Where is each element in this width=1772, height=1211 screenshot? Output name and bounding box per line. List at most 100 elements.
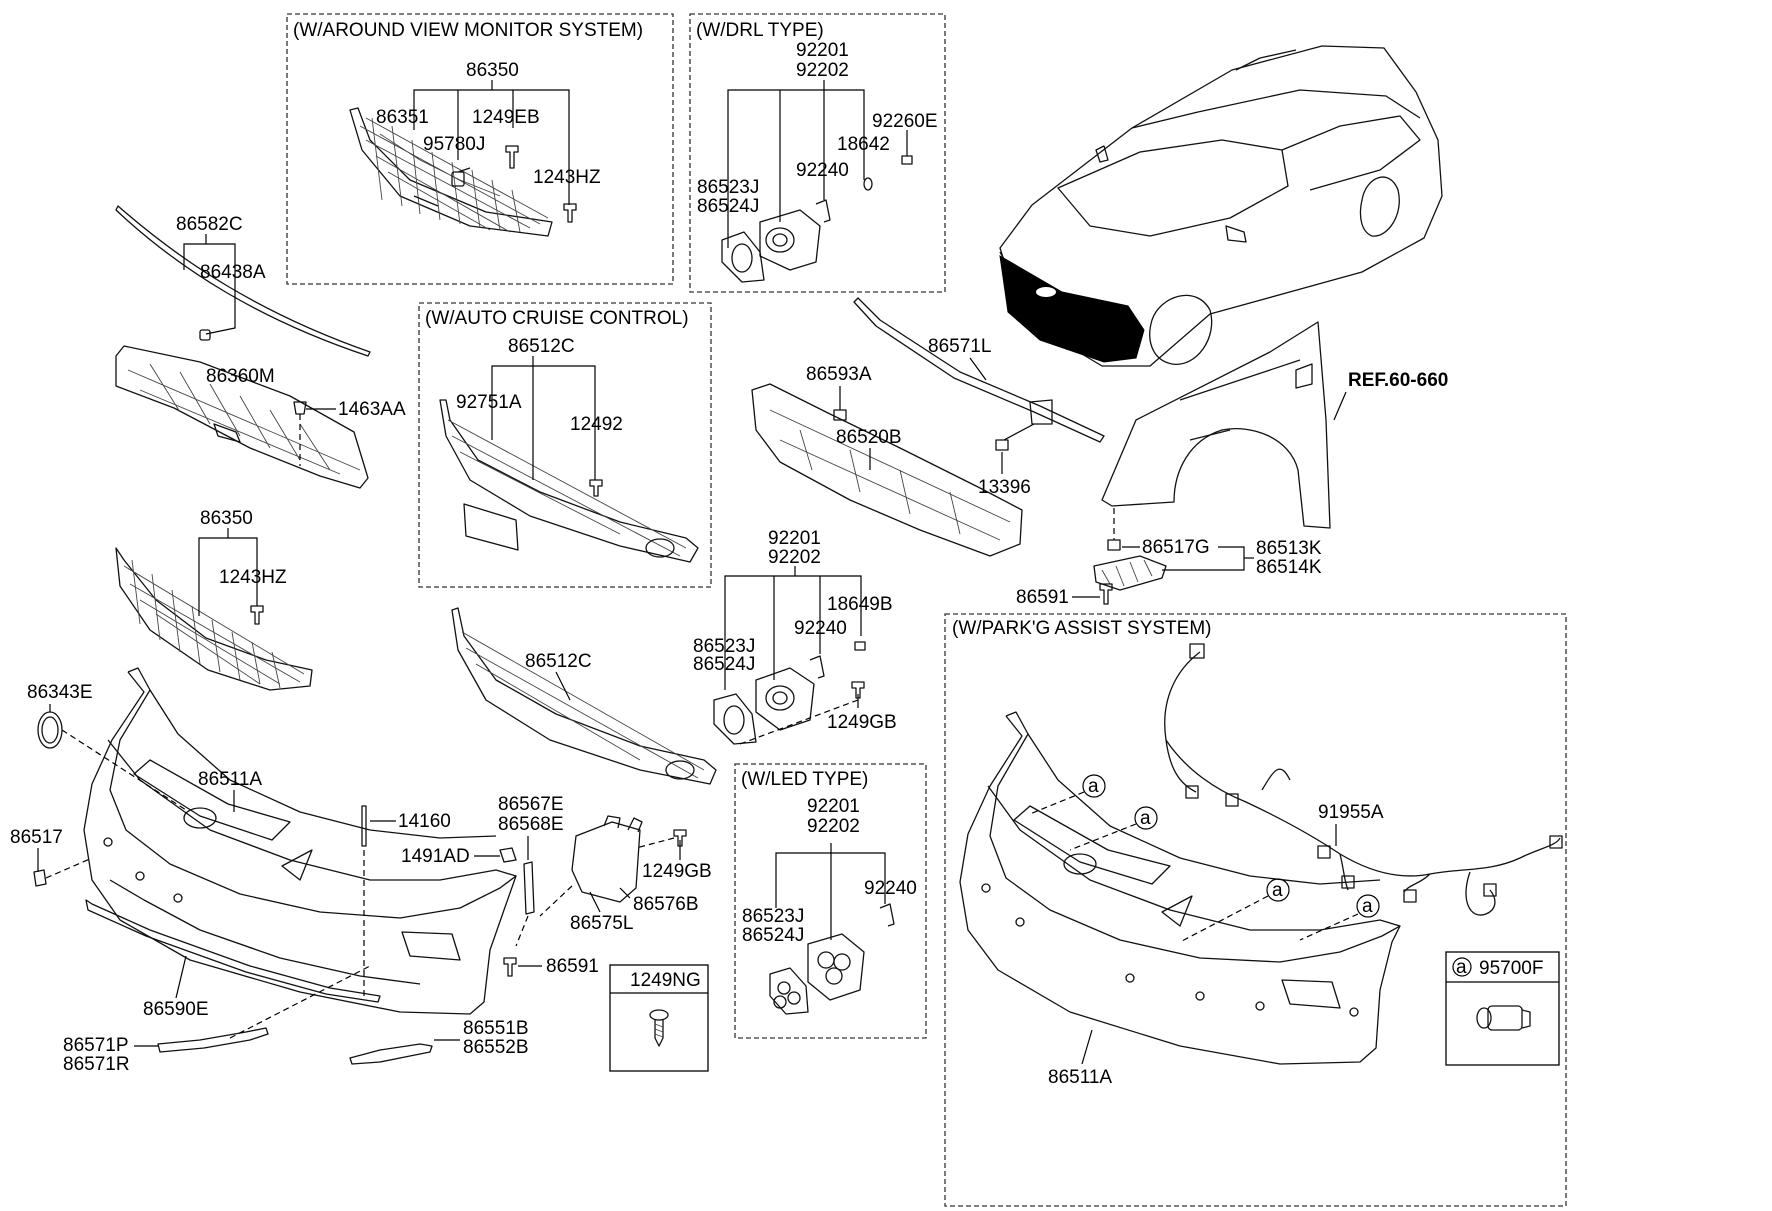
- section-title-around-view: (W/AROUND VIEW MONITOR SYSTEM): [293, 20, 643, 41]
- bracket-86582C: [183, 234, 236, 335]
- label-92240-mid: 92240: [794, 618, 847, 639]
- fender-illustration: REF.60-660: [1101, 321, 1448, 529]
- label-86350-mid: 86350: [200, 508, 253, 529]
- label-86523J-led: 86523J: [742, 906, 804, 927]
- upper-cover-86360M: [115, 345, 369, 489]
- clip-icon: [199, 329, 211, 341]
- svg-text:a: a: [1272, 880, 1283, 901]
- label-86351: 86351: [376, 107, 429, 128]
- front-bumper-main: [83, 667, 517, 1015]
- label-86571R: 86571R: [63, 1054, 130, 1075]
- label-86520B: 86520B: [836, 427, 902, 448]
- label-86517: 86517: [10, 827, 63, 848]
- beam-86571L: [853, 297, 1105, 443]
- label-86523J-mid: 86523J: [693, 636, 755, 657]
- label-86513K: 86513K: [1256, 538, 1322, 559]
- bracket-86350-mid: [198, 528, 258, 616]
- label-86350-top: 86350: [466, 60, 519, 81]
- svg-text:a: a: [1362, 896, 1373, 917]
- grille-around-view: [349, 107, 553, 237]
- label-86343E: 86343E: [27, 682, 93, 703]
- callout-a-2: a: [1069, 806, 1158, 851]
- section-led-box: (W/LED TYPE): [734, 763, 927, 1039]
- label-86511A-park: 86511A: [1048, 1067, 1112, 1088]
- label-86590E: 86590E: [143, 999, 209, 1020]
- section-title-drl: (W/DRL TYPE): [696, 20, 824, 41]
- label-86524J-drl: 86524J: [697, 196, 759, 217]
- label-86360M: 86360M: [206, 366, 275, 387]
- nut-icon: [854, 641, 866, 651]
- section-auto-cruise-box: (W/AUTO CRUISE CONTROL): [418, 302, 712, 588]
- label-12492: 12492: [570, 414, 623, 435]
- label-92202-mid: 92202: [768, 547, 821, 568]
- legend-box-1249NG: 1249NG: [609, 964, 709, 1072]
- label-86552B: 86552B: [463, 1037, 529, 1058]
- label-86576B: 86576B: [633, 894, 699, 915]
- label-86438A: 86438A: [200, 262, 266, 283]
- emblem-icon: [37, 711, 63, 749]
- lower-grille-auto-cruise: [439, 399, 699, 563]
- label-92201-mid: 92201: [768, 528, 821, 549]
- label-86567E: 86567E: [498, 794, 564, 815]
- reflector-86567E: [523, 861, 535, 915]
- label-86512C: 86512C: [525, 651, 592, 672]
- section-title-led: (W/LED TYPE): [741, 769, 868, 790]
- label-13396: 13396: [978, 477, 1031, 498]
- car-illustration: [999, 45, 1443, 367]
- bracket-led: [775, 843, 886, 940]
- bezel-drl: [721, 231, 765, 283]
- led-fog-lamp: [807, 933, 865, 1001]
- bolt-icon: [673, 829, 687, 847]
- svg-text:a: a: [1140, 808, 1151, 829]
- label-86593A: 86593A: [806, 364, 872, 385]
- reference-label: REF.60-660: [1348, 370, 1448, 391]
- label-86514K: 86514K: [1256, 557, 1322, 578]
- radar-cover: [463, 503, 519, 551]
- bolt-icon: [503, 957, 517, 977]
- screw-icon: [649, 1009, 669, 1047]
- label-86523J-drl: 86523J: [697, 177, 759, 198]
- label-92201-drl: 92201: [796, 40, 849, 61]
- sensor-marker: a: [1456, 957, 1467, 978]
- fog-lamp-mid: [755, 667, 815, 731]
- label-86591-low: 86591: [546, 956, 599, 977]
- garnish-86551B: [349, 1043, 433, 1065]
- wiring-harness-91955A: [1164, 643, 1563, 916]
- front-bumper-parking: [959, 711, 1401, 1065]
- section-drl-box: (W/DRL TYPE): [689, 13, 946, 293]
- led-bezel: [769, 967, 809, 1015]
- bolt-icon: [589, 479, 603, 497]
- bolt-icon: [1099, 583, 1113, 605]
- label-18642: 18642: [837, 134, 890, 155]
- callout-a-3: a: [1179, 878, 1290, 943]
- label-1463AA: 1463AA: [338, 399, 406, 420]
- section-title-parking: (W/PARK'G ASSIST SYSTEM): [952, 618, 1211, 639]
- label-86571L: 86571L: [928, 336, 991, 357]
- bracket-86513K: [1093, 555, 1167, 591]
- label-14160: 14160: [398, 811, 451, 832]
- garnish-86571P: [157, 1027, 269, 1053]
- clip-icon: [33, 869, 47, 887]
- label-95780J: 95780J: [423, 134, 485, 155]
- clip-icon: [499, 847, 517, 863]
- label-92751A: 92751A: [456, 392, 522, 413]
- clip-icon: [815, 199, 831, 223]
- parking-sensor-icon: [1476, 1005, 1531, 1031]
- label-86524J-led: 86524J: [742, 925, 804, 946]
- label-92240-led: 92240: [864, 878, 917, 899]
- lower-grille-86512C: [451, 607, 717, 785]
- label-86582C: 86582C: [176, 214, 243, 235]
- sensor-part-label: 95700F: [1479, 958, 1543, 979]
- sensor-box-95700F: a 95700F: [1445, 951, 1560, 1066]
- legend-part-label: 1249NG: [630, 970, 701, 991]
- clip-icon: [293, 401, 307, 415]
- label-92260E: 92260E: [872, 111, 938, 132]
- label-92201-led: 92201: [807, 796, 860, 817]
- label-86568E: 86568E: [498, 814, 564, 835]
- bracket-86350-top: [413, 80, 570, 205]
- label-86575L: 86575L: [570, 913, 633, 934]
- label-86517G: 86517G: [1142, 537, 1210, 558]
- callout-a-4: a: [1299, 894, 1380, 941]
- label-92240-drl: 92240: [796, 160, 849, 181]
